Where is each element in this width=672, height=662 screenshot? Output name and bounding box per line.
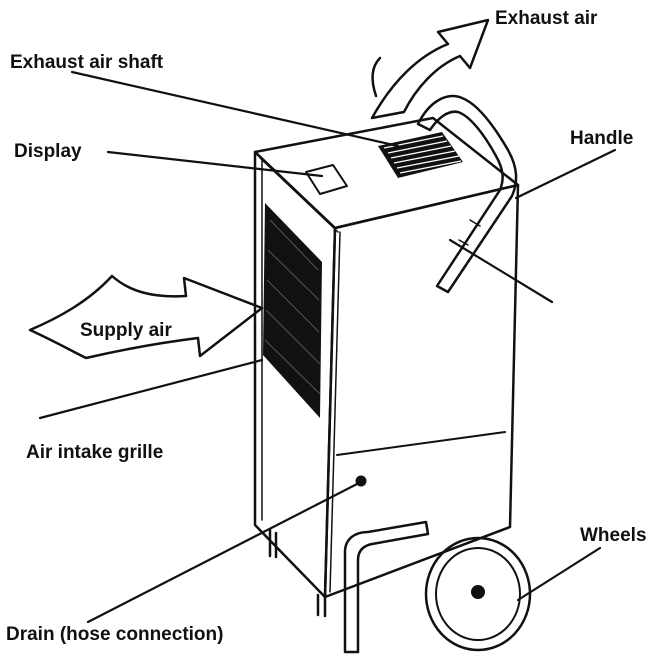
leader-handle-extension — [448, 238, 554, 304]
handle — [416, 94, 518, 294]
label-drain: Drain (hose connection) — [6, 624, 223, 645]
leader-wheels — [516, 546, 602, 602]
leader-display — [106, 150, 324, 178]
label-wheels: Wheels — [580, 525, 647, 546]
air-intake-grille — [263, 203, 322, 418]
trolley-handle — [343, 520, 430, 654]
exhaust-grille — [378, 132, 463, 178]
label-display: Display — [14, 141, 82, 162]
leader-drain — [86, 481, 361, 624]
leader-lines — [38, 70, 617, 624]
leader-air-intake-grille — [38, 358, 264, 420]
leader-exhaust-air-shaft — [70, 70, 400, 148]
label-exhaust-air-shaft: Exhaust air shaft — [10, 52, 164, 73]
label-exhaust-air: Exhaust air — [495, 8, 598, 29]
leader-handle — [514, 148, 617, 200]
wheel — [424, 536, 532, 652]
label-supply-air: Supply air — [80, 320, 172, 341]
supply-air-arrow — [28, 274, 264, 360]
label-handle: Handle — [570, 128, 633, 149]
dehumidifier-unit — [253, 116, 520, 618]
display-panel — [305, 164, 348, 195]
exhaust-air-arrow — [370, 18, 490, 120]
label-air-intake-grille: Air intake grille — [26, 442, 163, 463]
